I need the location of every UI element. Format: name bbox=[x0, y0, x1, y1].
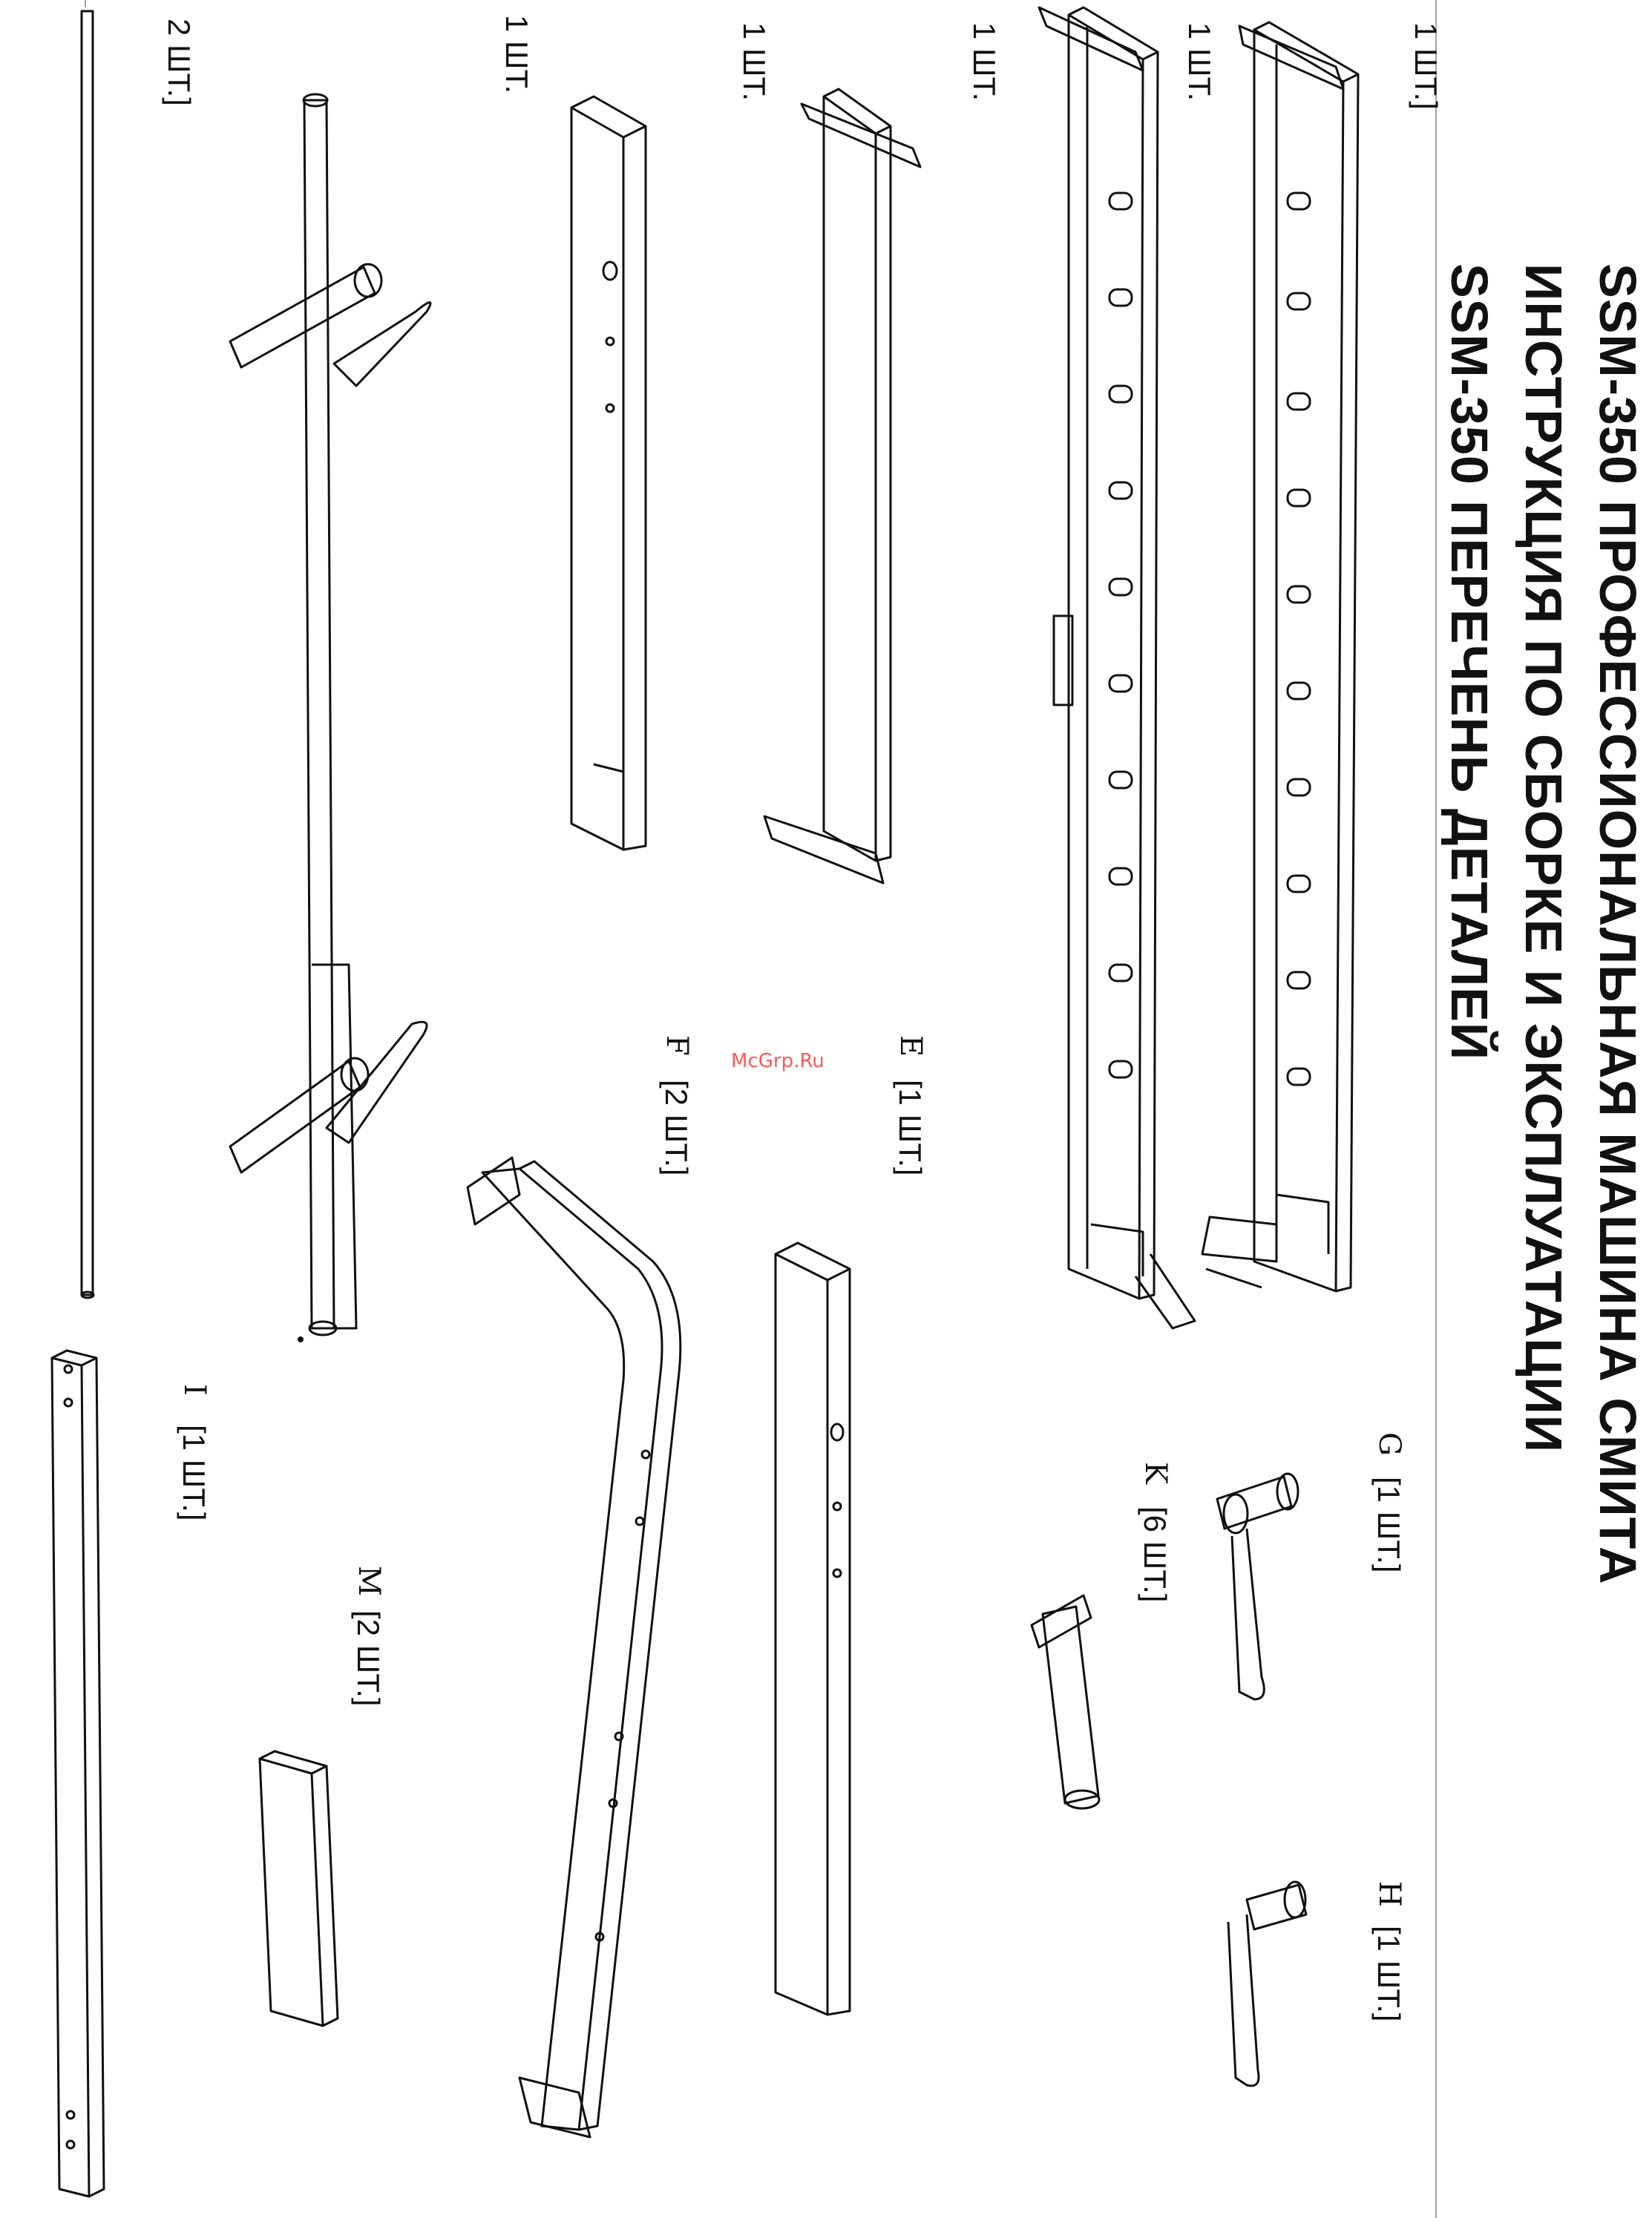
part-letter-H: H bbox=[1372, 1881, 1406, 1907]
document-section-title: SSM-350 ПЕРЕЧЕНЬ ДЕТАЛЕЙ bbox=[1440, 263, 1499, 1060]
watermark: McGrp.Ru bbox=[731, 1050, 825, 1072]
square-tube-drawing bbox=[52, 1351, 104, 2196]
part-letter-F: F bbox=[660, 1035, 694, 1056]
document-title: SSM-350 ПРОФЕССИОНАЛЬНАЯ МАШИНА СМИТА bbox=[1588, 263, 1648, 1585]
part-qty-label: 1 ШТ. bbox=[499, 15, 534, 93]
part-letter-E: E bbox=[894, 1035, 928, 1057]
square-tube-drawing bbox=[776, 1243, 850, 2015]
square-tube-drawing bbox=[571, 96, 646, 850]
safety-hook-drawing bbox=[1228, 1882, 1306, 2086]
rod-drawing bbox=[82, 11, 94, 1298]
part-letter-I: I bbox=[177, 1384, 212, 1396]
part-qty-G: [1 ШТ.] bbox=[1371, 1477, 1406, 1573]
curved-tube-drawing bbox=[468, 1158, 681, 2137]
part-qty-H: [1 ШТ.] bbox=[1371, 1926, 1406, 2022]
document-subtitle: ИНСТРУКЦИЯ ПО СБОРКЕ И ЭКСПЛУАТАЦИИ bbox=[1514, 263, 1573, 1453]
part-letter-G: G bbox=[1372, 1432, 1406, 1456]
part-qty-I: [1 ШТ.] bbox=[176, 1425, 212, 1521]
part-qty-label: 1 ШТ. bbox=[736, 22, 772, 101]
safety-hook-drawing bbox=[1217, 1474, 1298, 1699]
part-qty-M: [2 ШТ.] bbox=[350, 1610, 386, 1707]
bracket-drawing bbox=[260, 1751, 338, 2026]
crossbar-drawing bbox=[764, 89, 920, 883]
part-qty-K: [6 ШТ.] bbox=[1137, 1506, 1173, 1603]
peg-drawing bbox=[1032, 1595, 1099, 1808]
part-qty-F: [2 ШТ.] bbox=[658, 1080, 694, 1176]
part-qty-label: 2 ШТ.] bbox=[161, 19, 197, 106]
part-letter-M: M bbox=[352, 1566, 386, 1596]
part-qty-label: 1 ШТ.] bbox=[1408, 22, 1443, 110]
part-qty-label: 1 ШТ. bbox=[966, 22, 1002, 101]
upright-frame-drawing bbox=[1202, 22, 1358, 1291]
part-qty-label: 1 ШТ. bbox=[1181, 22, 1217, 101]
part-qty-E: [1 ШТ.] bbox=[892, 1080, 928, 1176]
part-letter-K: K bbox=[1138, 1462, 1173, 1484]
smith-bar-drawing bbox=[230, 94, 430, 1335]
